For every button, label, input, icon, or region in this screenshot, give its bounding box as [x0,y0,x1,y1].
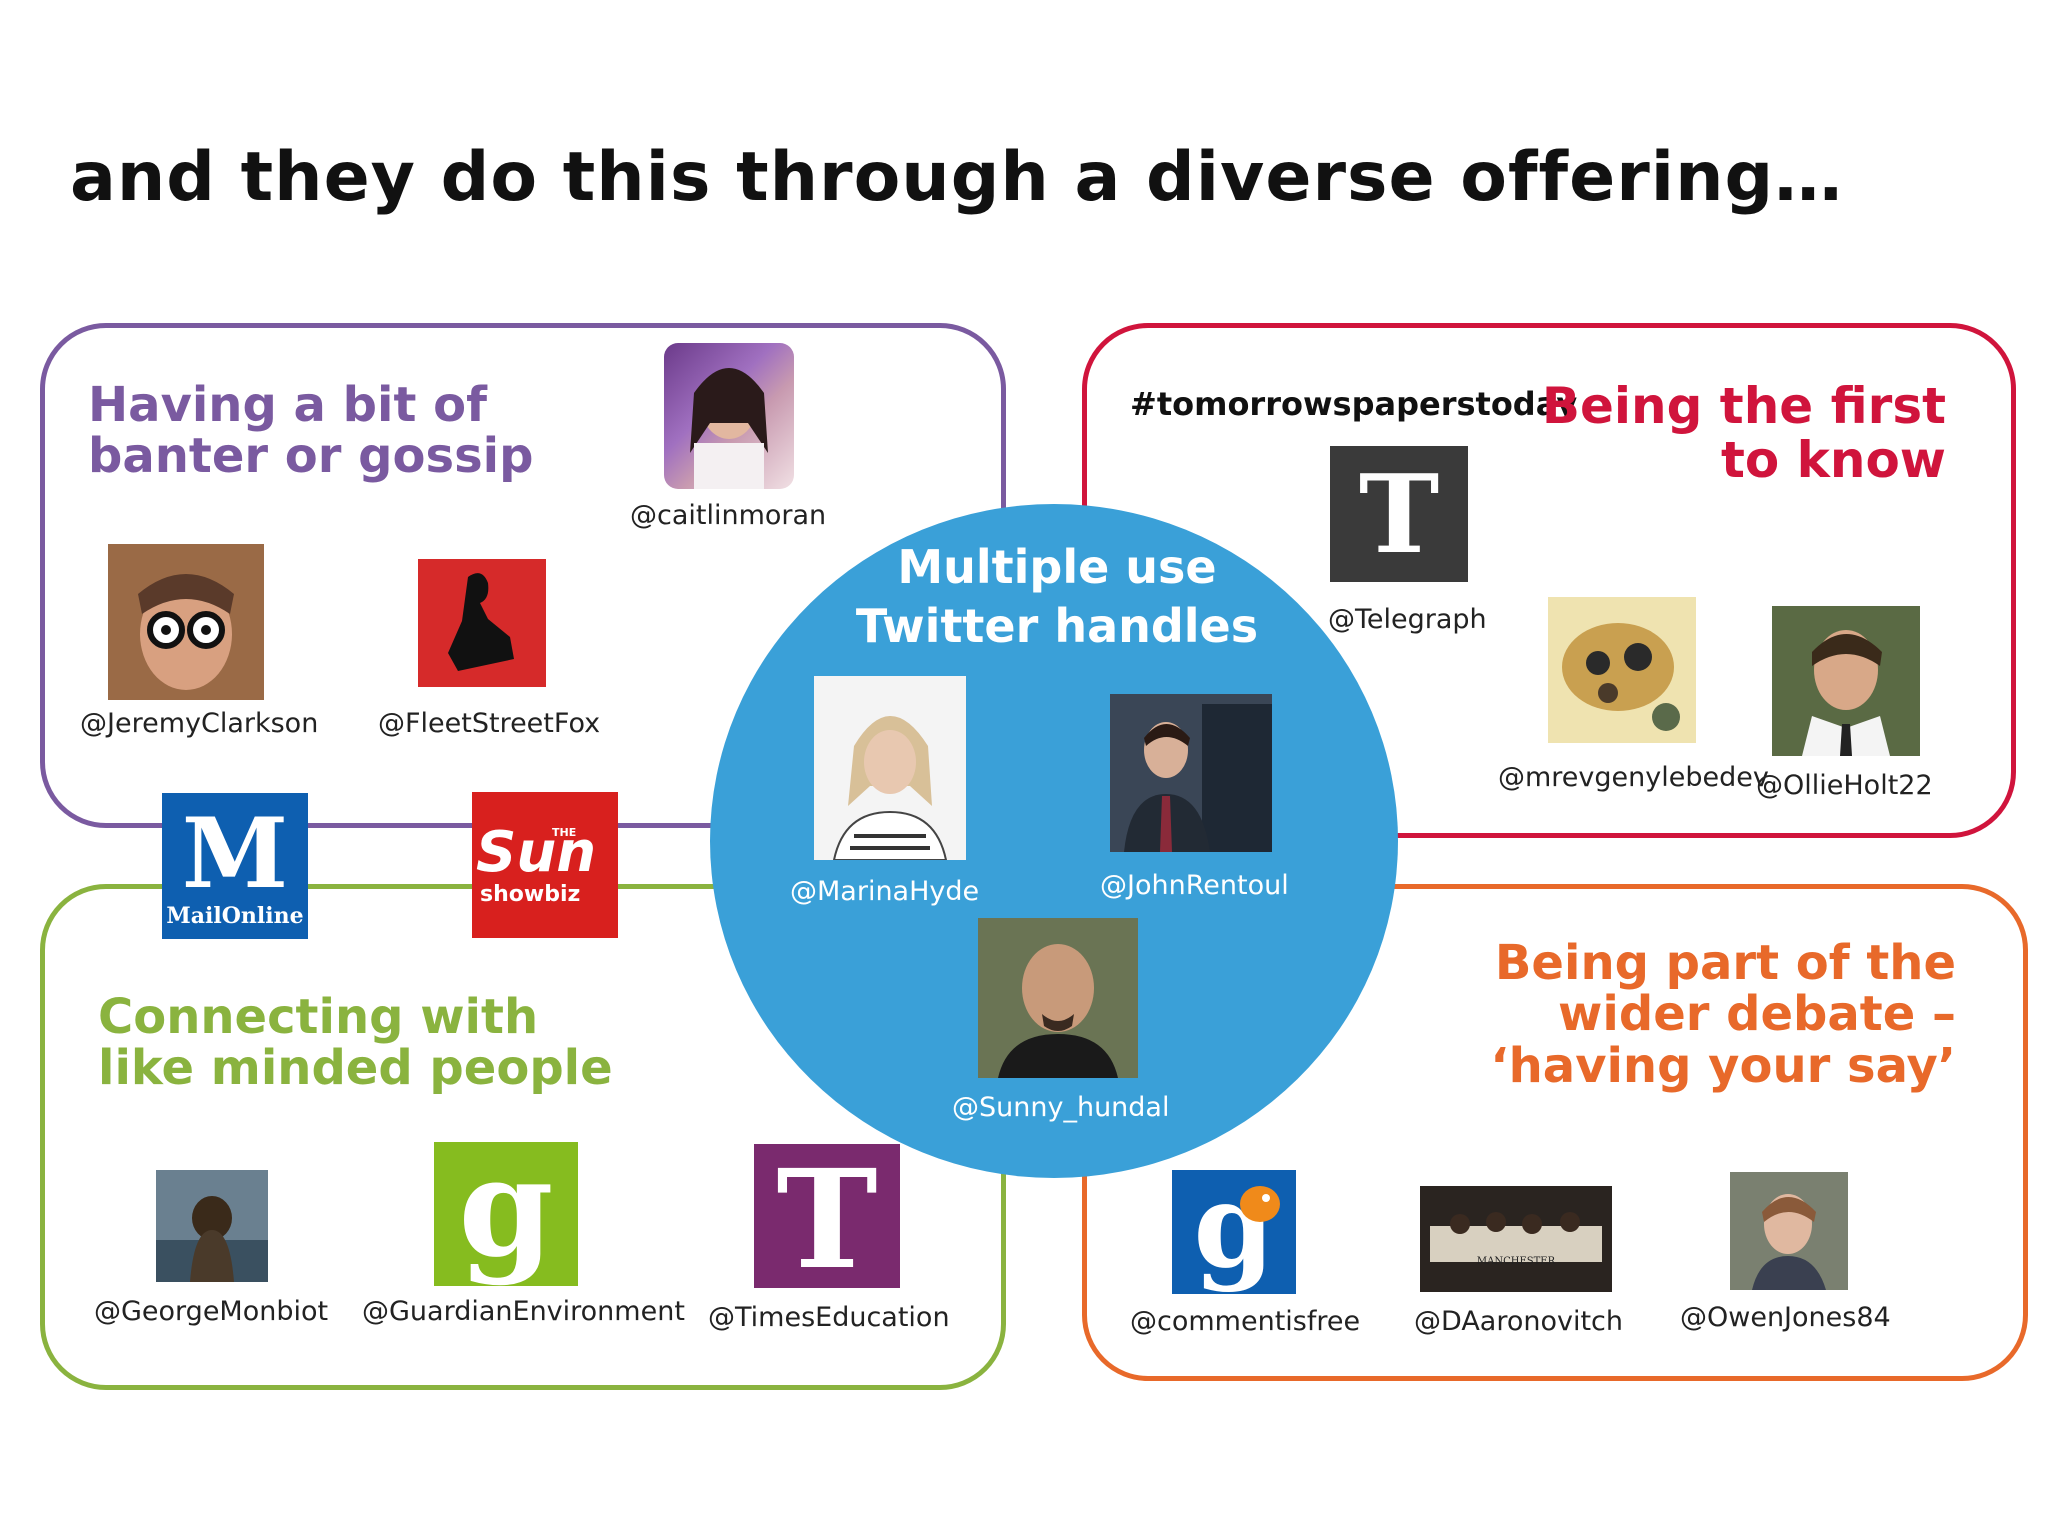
sun-main-text: Sun [476,820,597,885]
sun-sub-text: showbiz [480,882,581,907]
commentisfree-logo: g [1172,1170,1296,1294]
guardianenvironment-logo: g [434,1142,578,1286]
debate-heading-line2: wider debate – [1558,986,1956,1043]
daaronovitch-avatar: MANCHESTER [1420,1186,1612,1292]
telegraph-letter: T [1358,452,1440,578]
telegraph-logo: T [1330,446,1468,582]
jeremyclarkson-avatar [108,544,264,700]
gossip-heading: Having a bit of banter or gossip [88,377,534,485]
gossip-heading-line2: banter or gossip [88,428,534,485]
first-heading-line1: Being the first [1541,377,1946,435]
guardianenvironment-letter: g [458,1142,554,1286]
debate-heading: Being part of the wider debate – ‘having… [1436,935,1956,1094]
marinahyde-avatar [814,676,966,860]
debate-heading-line1: Being part of the [1494,935,1956,991]
mrevgenylebedev-avatar [1548,597,1696,743]
timeseducation-letter: T [776,1144,878,1288]
connecting-heading: Connecting with like minded people [98,989,613,1097]
marinahyde-handle[interactable]: @MarinaHyde [790,876,980,907]
fleetstreetfox-avatar [418,559,546,687]
sunnyhundal-handle[interactable]: @Sunny_hundal [952,1092,1170,1123]
first-heading-line2: to know [1720,430,1946,489]
timeseducation-logo: T [754,1144,900,1288]
telegraph-handle[interactable]: @Telegraph [1328,604,1487,635]
first-heading: Being the first to know [1540,377,1946,489]
manchester-text: MANCHESTER [1476,1256,1556,1267]
jeremyclarkson-handle[interactable]: @JeremyClarkson [80,708,319,739]
commentisfree-handle[interactable]: @commentisfree [1130,1306,1361,1337]
center-heading-line2: Twitter handles [855,598,1259,653]
mailonline-logo: M MailOnline [162,793,308,939]
connecting-heading-line1: Connecting with [98,989,539,1045]
johnrentoul-handle[interactable]: @JohnRentoul [1100,870,1289,901]
mailonline-text: MailOnline [166,903,304,929]
debate-heading-line3: ‘having your say’ [1490,1037,1956,1094]
guardianenvironment-handle[interactable]: @GuardianEnvironment [362,1296,685,1327]
mailonline-letter: M [181,797,289,910]
center-heading: Multiple use Twitter handles [760,538,1354,656]
sun-small-text: THE [552,826,577,839]
connecting-heading-line2: like minded people [98,1040,613,1097]
center-heading-line1: Multiple use [897,540,1217,594]
caitlinmoran-avatar [664,343,794,489]
gossip-heading-line1: Having a bit of [88,377,487,433]
caitlinmoran-handle[interactable]: @caitlinmoran [630,500,827,531]
ollieholt-handle[interactable]: @OllieHolt22 [1756,770,1933,801]
georgemonbiot-avatar [156,1170,268,1282]
georgemonbiot-handle[interactable]: @GeorgeMonbiot [94,1296,329,1327]
hashtag-label[interactable]: #tomorrowspaperstoday [1130,385,1578,423]
sun-showbiz-logo: THE Sun showbiz [472,792,618,938]
daaronovitch-handle[interactable]: @DAaronovitch [1414,1306,1624,1337]
slide-title: and they do this through a diverse offer… [70,138,1844,217]
owenjones-handle[interactable]: @OwenJones84 [1680,1302,1891,1333]
timeseducation-handle[interactable]: @TimesEducation [708,1302,950,1333]
mrevgenylebedev-handle[interactable]: @mrevgenylebedev [1498,762,1769,793]
fleetstreetfox-handle[interactable]: @FleetStreetFox [378,708,601,739]
sunnyhundal-avatar [978,918,1138,1078]
johnrentoul-avatar [1110,694,1272,852]
owenjones-avatar [1730,1172,1848,1290]
ollieholt-avatar [1772,606,1920,756]
